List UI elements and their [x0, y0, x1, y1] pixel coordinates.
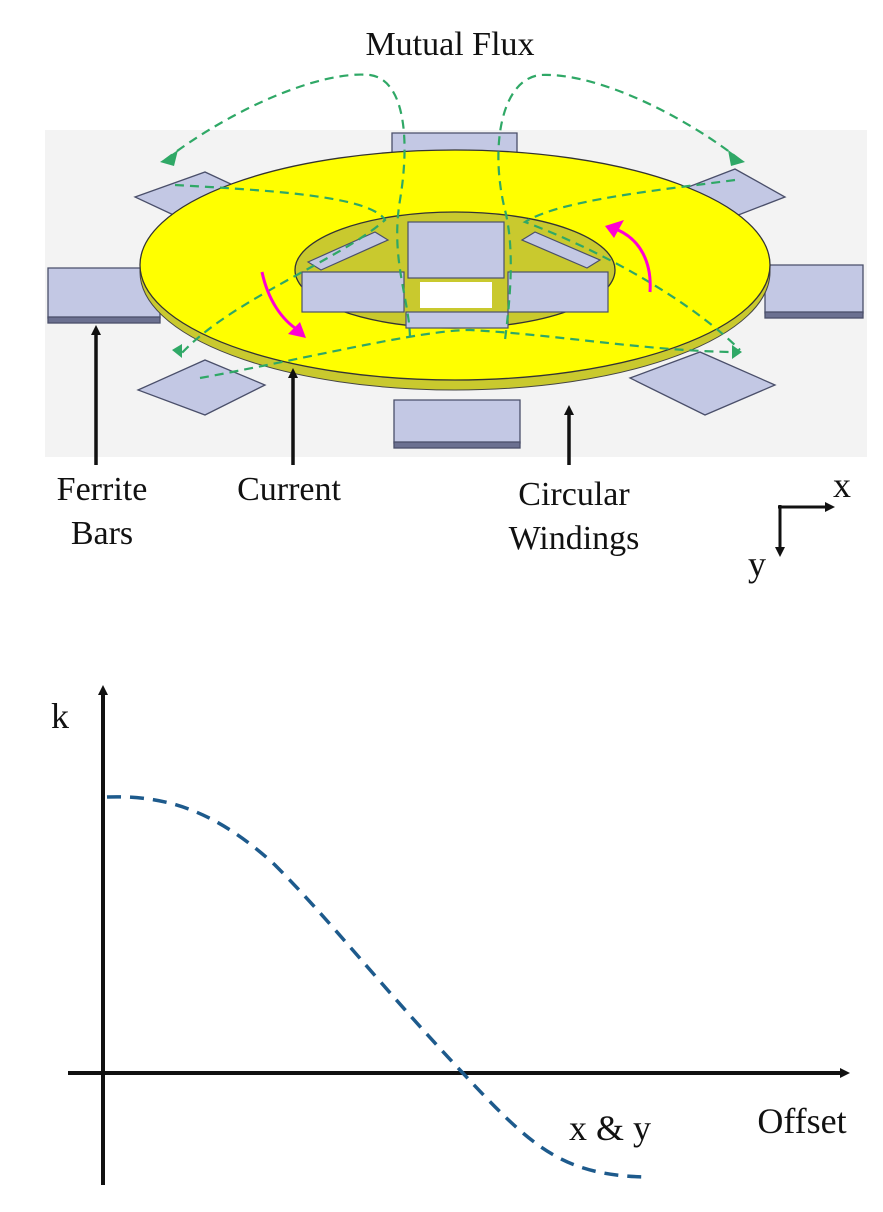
ferrite-bar-bottom-right [628, 351, 777, 416]
inner-bar-top-right [520, 231, 602, 269]
plot-xlabel: Offset [757, 1101, 846, 1141]
plot-ylabel: k [51, 696, 69, 736]
flux-line-left-outer [164, 73, 412, 341]
flux-arrowhead-right-lower [732, 345, 742, 359]
mutual-flux-label: Mutual Flux [365, 26, 534, 63]
flux-arrowheads [160, 150, 745, 359]
flux-arrowhead-left-lower [172, 344, 182, 358]
flux-line-right-outer [497, 73, 741, 341]
flux-arrowhead-right [728, 150, 745, 166]
ferrite-bar-right-edge [764, 311, 864, 319]
flux-line-right-lower [522, 178, 741, 351]
current-label: Current [237, 471, 341, 508]
windings-label-line1: Circular [518, 476, 630, 513]
axis-y-label: y [748, 544, 766, 584]
coordinate-axes [775, 502, 835, 557]
inner-ferrite [301, 221, 609, 329]
coupling-curve [106, 795, 646, 1179]
ferrite-bar-bottom [393, 399, 521, 444]
ferrite-bar-bottom-left [136, 359, 267, 416]
curve-label: x & y [569, 1108, 651, 1148]
current-arrowhead-left [288, 322, 306, 338]
mutual-flux-lines [164, 73, 741, 380]
ferrite-bar-left-edge [47, 316, 161, 324]
ferrite-bar-right [764, 264, 864, 314]
coupling-plot: k Offset x & y [51, 685, 850, 1185]
ferrite-label-line1: Ferrite [57, 471, 148, 508]
inner-bar-left [301, 271, 405, 313]
axis-x-label: x [833, 465, 851, 505]
flux-arrowhead-left [160, 150, 178, 166]
circular-winding [139, 149, 771, 381]
ferrite-label-line2: Bars [71, 515, 133, 552]
current-arrows [260, 228, 652, 332]
flux-line-left-lower [174, 183, 387, 356]
pointer-arrows [91, 325, 574, 465]
flux-line-bottom [199, 328, 731, 380]
center-gap [420, 282, 492, 308]
inner-bar-top [407, 221, 505, 279]
current-arrowhead-right [605, 220, 624, 238]
current-arrow-left [260, 271, 299, 332]
current-arrow-right [617, 228, 652, 293]
windings-label-line2: Windings [509, 520, 640, 557]
inner-bar-bottom [405, 311, 509, 329]
inner-bar-right [507, 271, 609, 313]
pad-diagram: Mutual Flux Ferrite Bars Current Circula… [45, 26, 867, 584]
ferrite-bar-bottom-edge [393, 441, 521, 449]
